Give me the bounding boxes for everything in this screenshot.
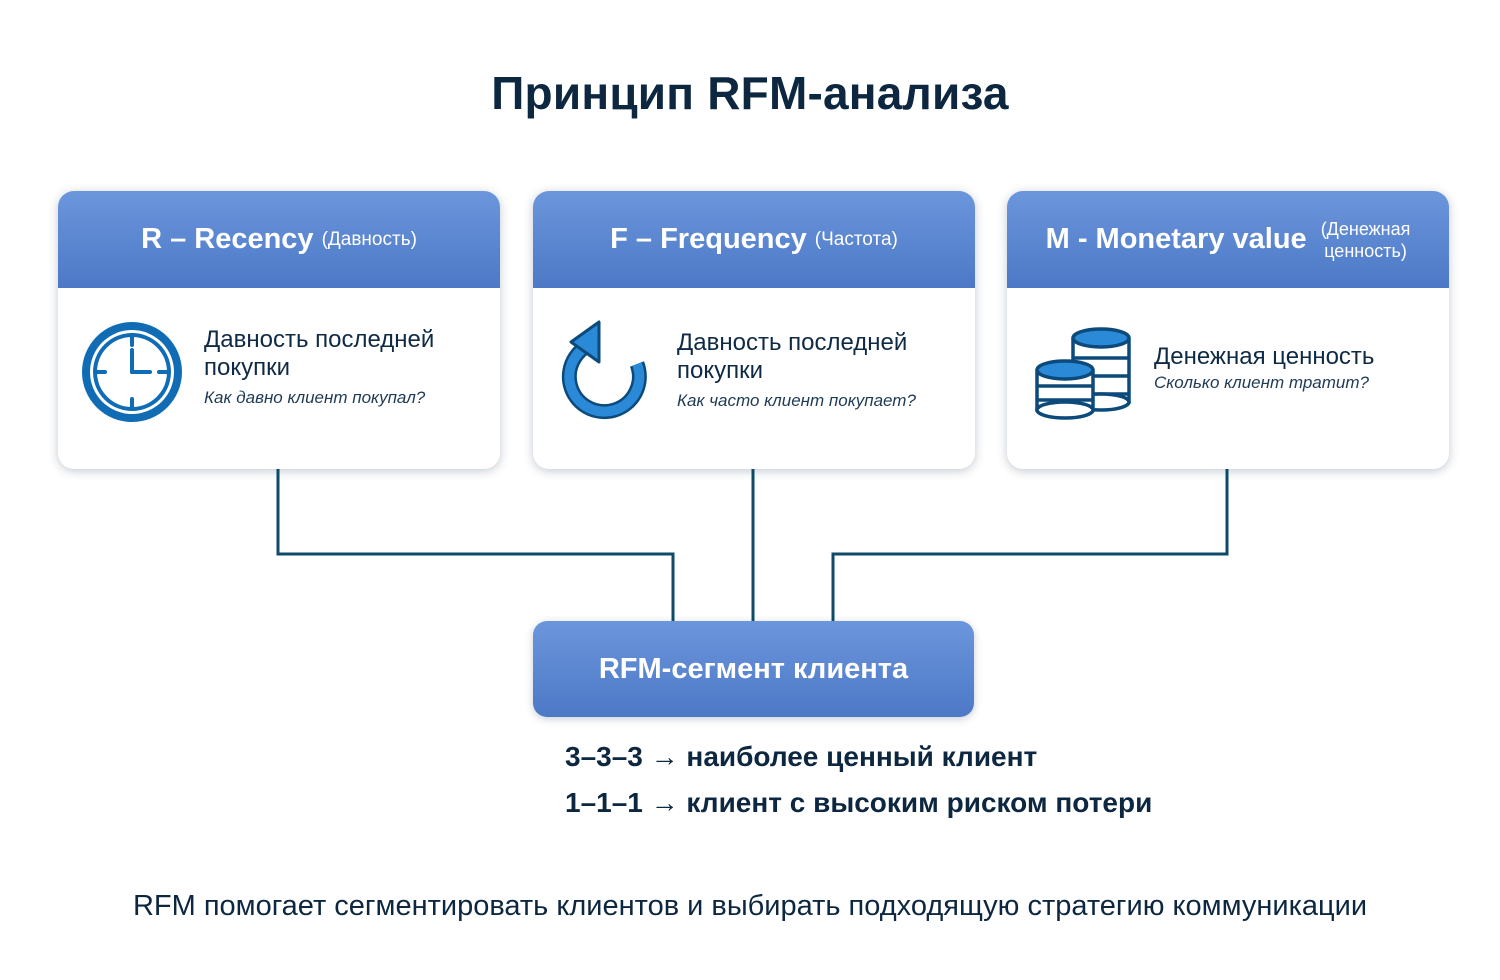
card-monetary-subtitle-line2: ценность): [1324, 240, 1407, 261]
card-recency-title: R – Recency: [141, 223, 314, 255]
rule-best-client: 3–3–3 → наиболее ценный клиент: [565, 741, 1038, 772]
card-frequency-text: Давность последней покупки: [677, 329, 908, 384]
card-recency-text: Давность последней покупки: [204, 326, 435, 381]
card-frequency-title: F – Frequency: [610, 223, 807, 255]
card-frequency: F – Frequency (Частота) Давность последн…: [533, 191, 975, 469]
rfm-segment-box: RFM-сегмент клиента: [533, 621, 974, 717]
card-monetary-header: M - Monetary value (Денежная ценность): [1007, 191, 1449, 288]
page-title: Принцип RFM-анализа: [491, 67, 1009, 119]
card-frequency-subtitle: (Частота): [814, 228, 898, 250]
coins-icon: [1035, 327, 1131, 420]
connector-m: [831, 469, 1229, 621]
rule-risk-client: 1–1–1 → клиент с высоким риском потери: [565, 787, 1153, 818]
footer-note: RFM помогает сегментировать клиентов и в…: [132, 890, 1368, 922]
refresh-icon: [561, 320, 647, 420]
card-monetary-title: M - Monetary value: [1045, 223, 1307, 255]
card-recency-subtitle: (Давность): [321, 228, 417, 250]
card-monetary-subtitle-line1: (Денежная: [1320, 218, 1411, 239]
card-recency: R – Recency (Давность) Давность последне…: [58, 191, 500, 469]
card-monetary-text: Денежная ценность: [1154, 343, 1375, 370]
card-monetary-question: Сколько клиент тратит?: [1154, 373, 1369, 392]
segment-rules: 3–3–3 → наиболее ценный клиент 1–1–1 → к…: [565, 737, 1152, 829]
card-monetary-subtitle: (Денежная ценность): [1321, 218, 1411, 262]
card-recency-header: R – Recency (Давность): [58, 191, 500, 288]
card-recency-question: Как давно клиент покупал?: [204, 388, 426, 407]
clock-icon: [82, 322, 182, 422]
rfm-segment-label: RFM-сегмент клиента: [598, 652, 909, 685]
card-monetary: M - Monetary value (Денежная ценность): [1007, 191, 1449, 469]
connector-r: [276, 469, 675, 621]
card-frequency-question: Как часто клиент покупает?: [677, 391, 916, 410]
card-frequency-header: F – Frequency (Частота): [533, 191, 975, 288]
